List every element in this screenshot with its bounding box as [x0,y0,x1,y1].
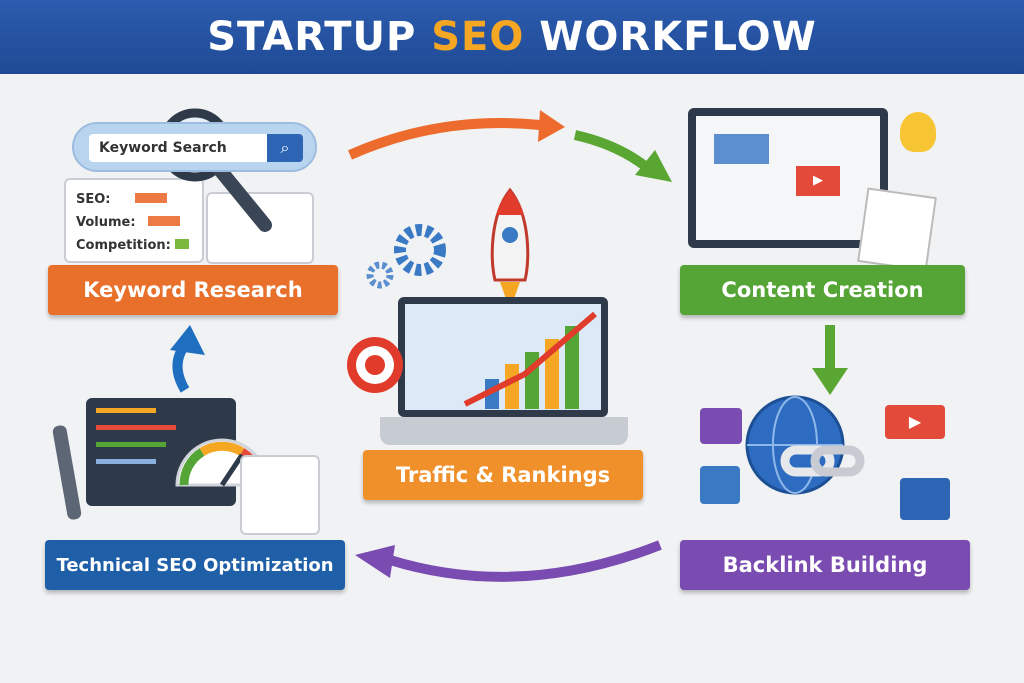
search-icon[interactable]: ⌕ [267,134,303,162]
tablet-icon [240,455,320,535]
keyword-results-panel [206,192,314,264]
triangle-card-icon [700,408,742,444]
keyword-search-input[interactable]: Keyword Search [89,134,269,162]
video-icon: ▶ [885,405,945,439]
lightbulb-icon [900,112,936,152]
title-bar: STARTUP SEO WORKFLOW [0,0,1024,74]
arrow-green [573,130,654,174]
metric-label-seo: SEO: [76,192,111,207]
bar-chart-icon [463,311,597,409]
monitor-icon: ▶ [688,108,888,248]
backlink-building-banner: Backlink Building [680,540,970,590]
keyword-metrics-panel: SEO: Volume: Competition: [64,178,204,263]
metric-label-volume: Volume: [76,215,136,230]
gear-icons [366,224,446,289]
arrow-blue-head [170,325,205,355]
title-highlight: SEO [431,14,525,60]
profile-card-icon [700,466,740,504]
metric-label-competition: Competition: [76,238,171,253]
arrow-purple [388,540,662,582]
title-part1: STARTUP [207,14,417,60]
arrow-green-down-head [812,368,848,395]
arrow-green-head [635,150,672,182]
traffic-rankings-banner: Traffic & Rankings [363,450,643,500]
target-icon [347,337,403,393]
arrow-orange [347,118,541,160]
keyword-research-banner: Keyword Research [48,265,338,315]
comment-icon [900,478,950,520]
rocket-icon [490,187,530,310]
arrow-orange-head [538,110,565,142]
technical-seo-banner: Technical SEO Optimization [45,540,345,590]
notepad-icon [857,187,937,272]
content-creation-banner: Content Creation [680,265,965,315]
arrow-purple-head [355,545,395,578]
laptop-icon [398,297,608,417]
play-icon: ▶ [796,166,840,196]
title-part3: WORKFLOW [539,14,817,60]
laptop-base [380,417,628,445]
keyword-search-bar[interactable]: Keyword Search ⌕ [72,122,317,172]
globe-link-icon [745,395,865,495]
